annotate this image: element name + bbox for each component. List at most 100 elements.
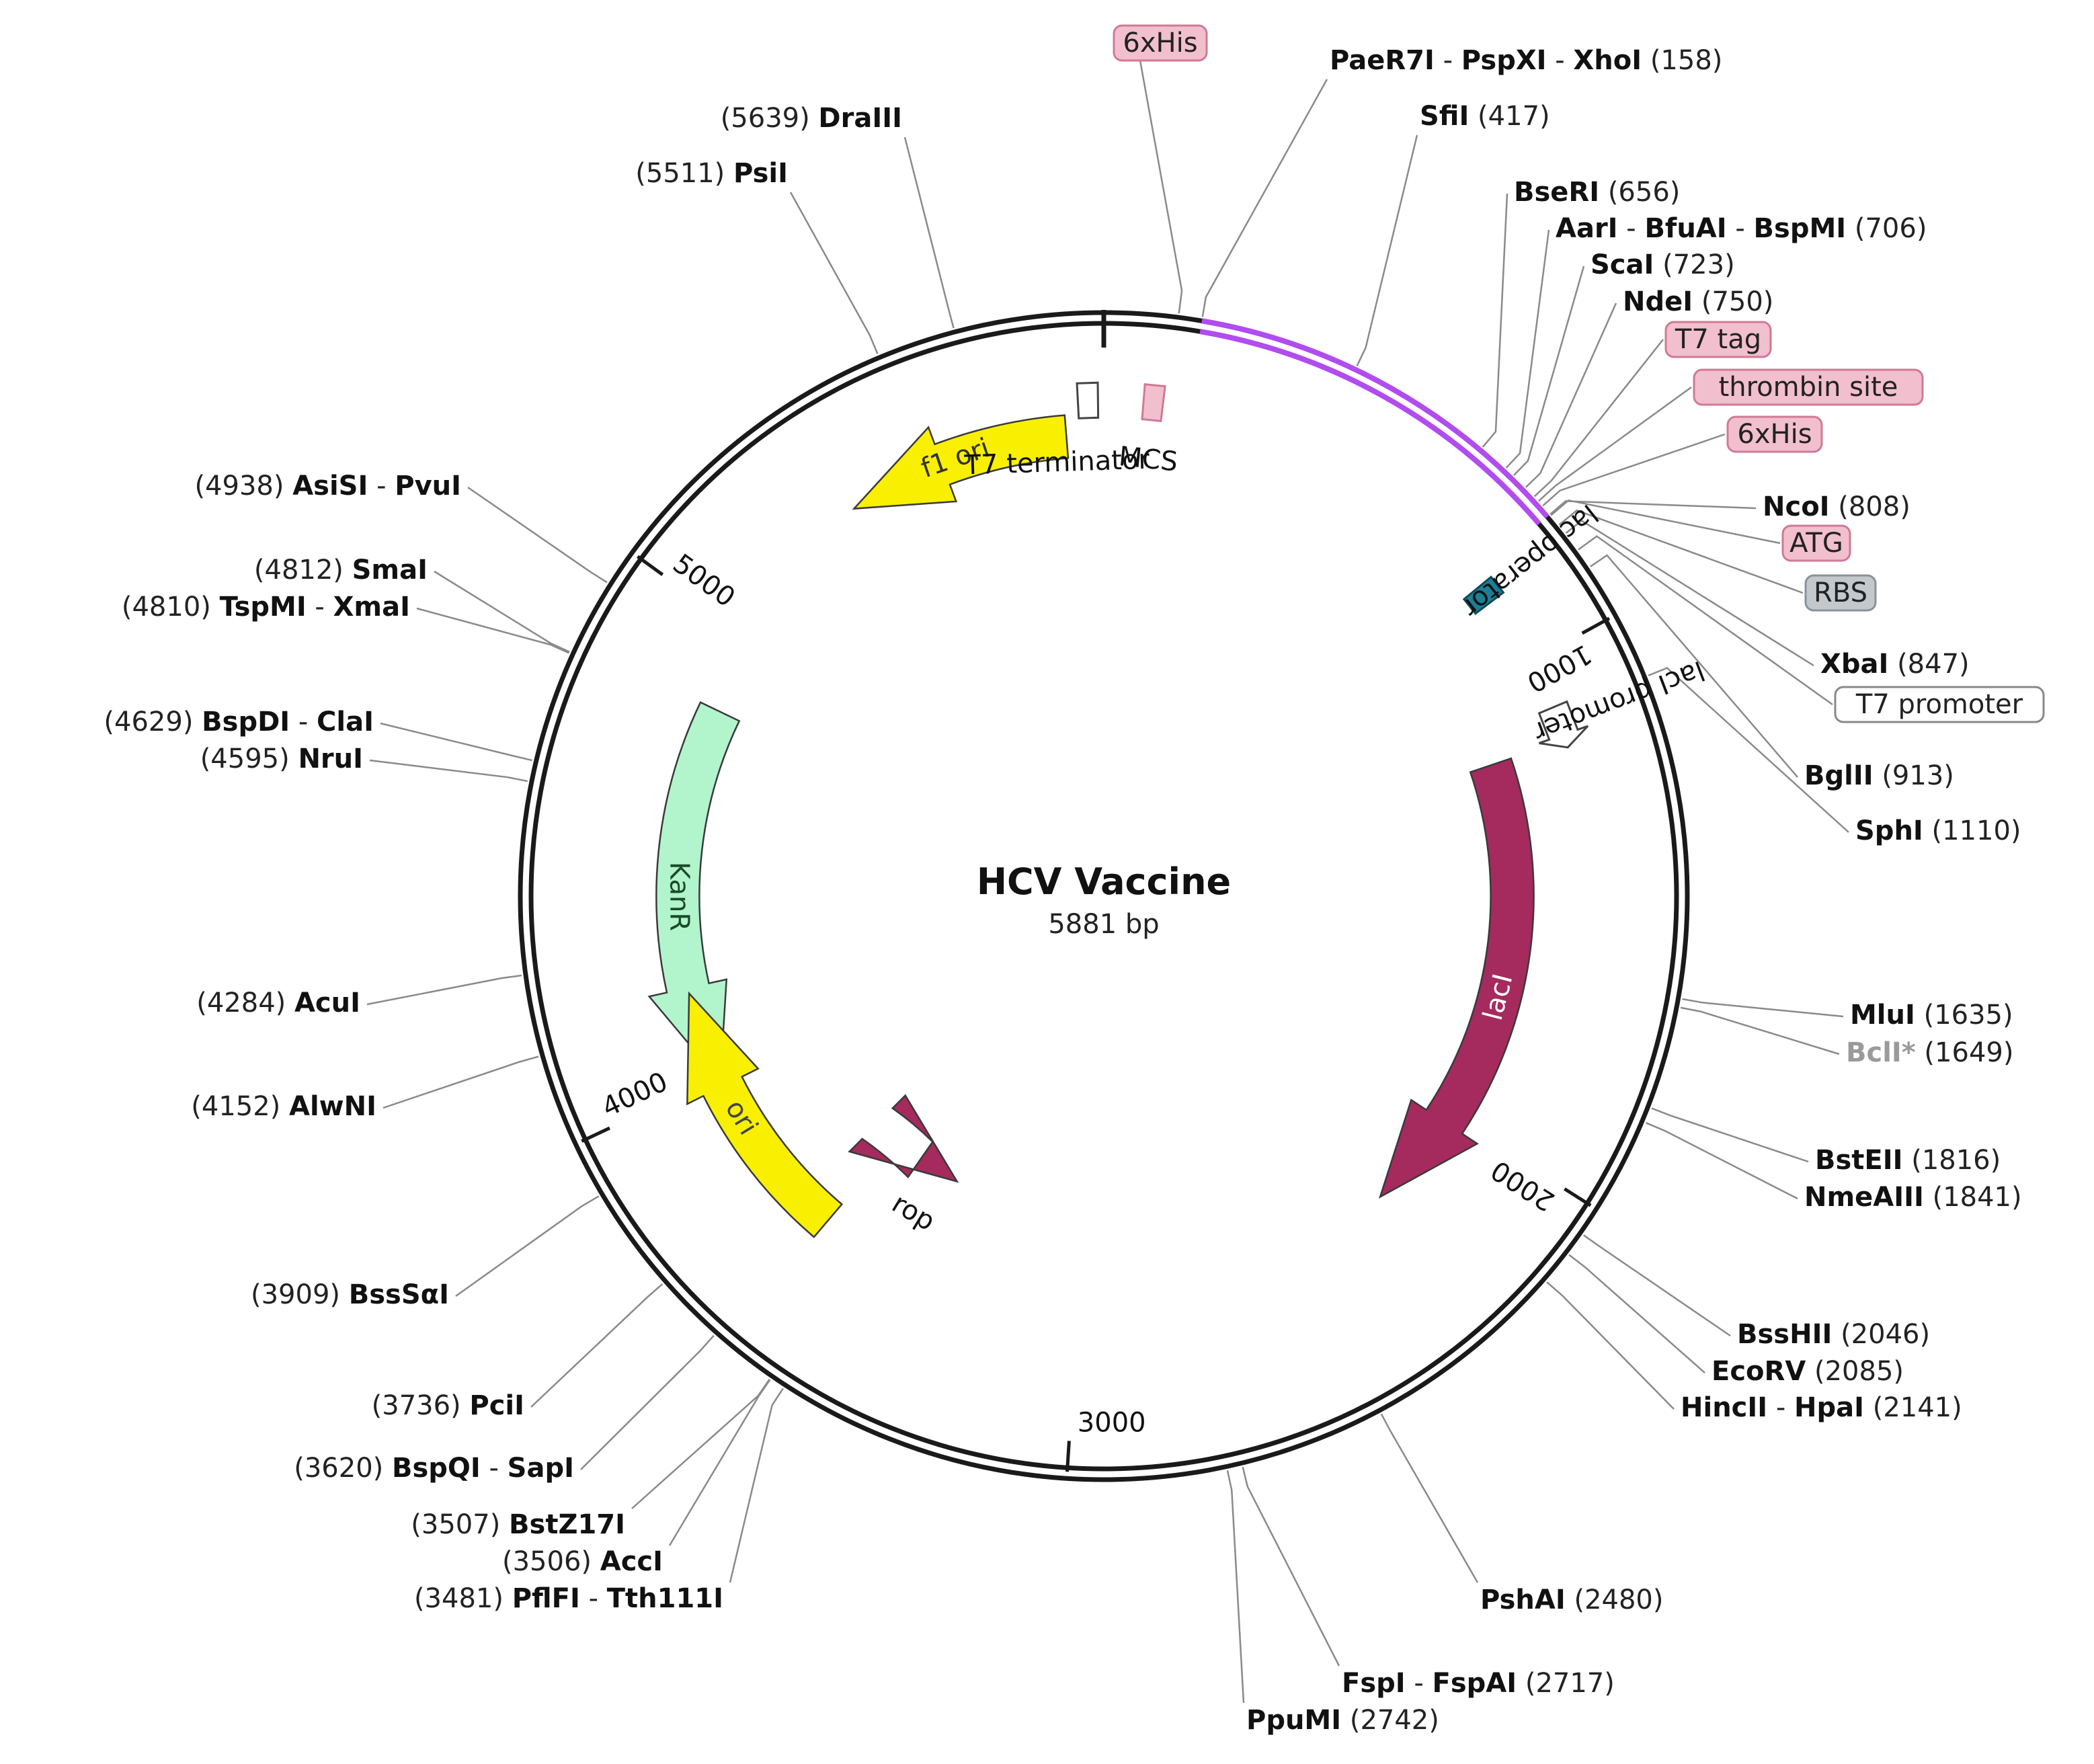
feature-arrow-laci <box>1378 757 1535 1199</box>
site-ecorv: EcoRV (2085) <box>1712 1356 1904 1387</box>
site-nrui: (4595) NruI <box>200 744 363 774</box>
site-leader-line <box>789 192 879 354</box>
site-leader-line <box>1589 554 1798 778</box>
site-bspdi-clai: (4629) BspDI - ClaI <box>104 707 374 737</box>
site-leader-line <box>1525 303 1617 488</box>
tag-atg: ATG <box>1781 524 1851 562</box>
site-label: (5639) DraIII <box>721 103 902 134</box>
small-feature-lac-operator <box>1462 575 1505 615</box>
site-label: XbaI (847) <box>1820 649 1970 680</box>
site-leader-line <box>1568 1254 1705 1373</box>
site-label: PaeR7I - PspXI - XhoI (158) <box>1330 45 1722 76</box>
small-feature-label-t7-terminator: T7 terminator <box>963 444 1150 481</box>
site-label: (4812) SmaI <box>254 555 428 586</box>
site-ncoi: NcoI (808) <box>1763 491 1910 522</box>
site-leader-line <box>467 486 608 584</box>
site-bspqi-sapi: (3620) BspQI - SapI <box>294 1453 574 1484</box>
tag-label: RBS <box>1814 577 1867 608</box>
site-leader-line <box>1680 1006 1840 1055</box>
site-leader-line <box>1356 134 1418 366</box>
site-label: (4810) TspMI - XmaI <box>122 592 410 623</box>
site-pshai: PshAI (2480) <box>1480 1585 1663 1615</box>
site-leader-line <box>903 136 955 329</box>
tag-leader-line <box>1538 386 1692 502</box>
site-leader-line <box>382 1055 539 1109</box>
tick-mark <box>581 1126 611 1143</box>
site-label: (4595) NruI <box>200 744 363 774</box>
site-label: (3481) PflFI - Tth111I <box>414 1583 723 1614</box>
tag-6xhis: 6xHis <box>1113 24 1208 62</box>
site-acci: (3506) AccI <box>502 1546 663 1577</box>
site-label: NmeAIII (1841) <box>1804 1182 2022 1213</box>
site-bsss-i: (3909) BssSαI <box>251 1279 449 1310</box>
small-feature-laci-promoter <box>1537 700 1589 749</box>
site-leader-line <box>729 1388 784 1583</box>
small-feature-label-mcs: MCS <box>1117 441 1179 478</box>
tick-mark <box>637 555 664 576</box>
site-leader-line <box>1201 79 1328 317</box>
site-aari-bfuai-bspmi: AarI - BfuAI - BspMI (706) <box>1556 213 1927 244</box>
feature-arrow-ori <box>686 991 844 1238</box>
tag-leader-line <box>1139 60 1183 314</box>
site-draiii: (5639) DraIII <box>721 103 902 134</box>
tag-label: ATG <box>1789 528 1843 559</box>
site-label: (4938) AsiSI - PvuI <box>194 471 461 502</box>
site-bglii: BglII (913) <box>1804 760 1954 791</box>
site-leader-line <box>530 1283 663 1408</box>
tick-mark <box>1564 1187 1592 1207</box>
site-leader-line <box>455 1195 600 1297</box>
tag-box <box>1804 574 1877 612</box>
site-label: MluI (1635) <box>1850 1000 2013 1031</box>
site-label: SphI (1110) <box>1855 815 2021 846</box>
tick-label: 2000 <box>1486 1154 1560 1217</box>
tick-label: 1000 <box>1522 638 1597 698</box>
site-label: BstEII (1816) <box>1815 1145 2001 1176</box>
tick-label: 4000 <box>598 1066 673 1123</box>
tag-box <box>1664 321 1772 358</box>
site-leader-line <box>1505 229 1550 469</box>
feature-arrow-f1-ori <box>852 414 1070 510</box>
site-label: NcoI (808) <box>1763 491 1910 522</box>
site-hincii-hpai: HincII - HpaI (2141) <box>1681 1392 1962 1423</box>
tag-label: 6xHis <box>1737 419 1812 450</box>
small-feature-mcs <box>1141 383 1166 422</box>
site-leader-line <box>1482 193 1508 448</box>
tag-label: 6xHis <box>1123 28 1197 58</box>
site-leader-line <box>1546 1281 1675 1410</box>
site-label: (4152) AlwNI <box>191 1091 376 1122</box>
site-leader-line <box>1242 1466 1340 1667</box>
site-sfii: SfiI (417) <box>1420 101 1550 132</box>
site-bseri: BseRI (656) <box>1514 177 1680 208</box>
site-bsshii: BssHII (2046) <box>1737 1319 1930 1350</box>
site-acui: (4284) AcuI <box>196 988 360 1018</box>
tag-leader-line <box>1578 535 1833 706</box>
small-feature-t7-terminator <box>1076 381 1100 419</box>
site-label: (3736) PciI <box>372 1390 524 1421</box>
site-bcli-: BclI* (1649) <box>1846 1037 2013 1068</box>
site-bstz17i: (3507) BstZ17I <box>411 1509 625 1540</box>
site-mlui: MluI (1635) <box>1850 1000 2013 1031</box>
site-tspmi-xmai: (4810) TspMI - XmaI <box>122 592 410 623</box>
tick-mark <box>1581 616 1611 635</box>
highlight-region <box>1199 318 1549 526</box>
feature-label-kanr: KanR <box>663 862 694 931</box>
tag-label: T7 promoter <box>1855 689 2023 720</box>
site-xbai: XbaI (847) <box>1820 649 1970 680</box>
site-label: (4629) BspDI - ClaI <box>104 707 374 737</box>
site-leader-line <box>1682 998 1844 1018</box>
site-pcii: (3736) PciI <box>372 1390 524 1421</box>
site-label: BssHII (2046) <box>1737 1319 1930 1350</box>
tag-t7-promoter: T7 promoter <box>1834 686 2045 723</box>
site-leader-line <box>1226 1470 1245 1703</box>
site-paer7i-pspxi-xhoi: PaeR7I - PspXI - XhoI (158) <box>1330 45 1722 76</box>
site-nmeaiii: NmeAIII (1841) <box>1804 1182 2022 1213</box>
leader-lines <box>366 60 1849 1703</box>
site-asisi-pvui: (4938) AsiSI - PvuI <box>194 471 461 502</box>
site-label: SfiI (417) <box>1420 101 1550 132</box>
site-alwni: (4152) AlwNI <box>191 1091 376 1122</box>
tick-label: 3000 <box>1078 1407 1146 1438</box>
site-ppumi: PpuMI (2742) <box>1246 1705 1439 1736</box>
tag-box <box>1834 686 2045 723</box>
tag-box <box>1726 415 1823 453</box>
